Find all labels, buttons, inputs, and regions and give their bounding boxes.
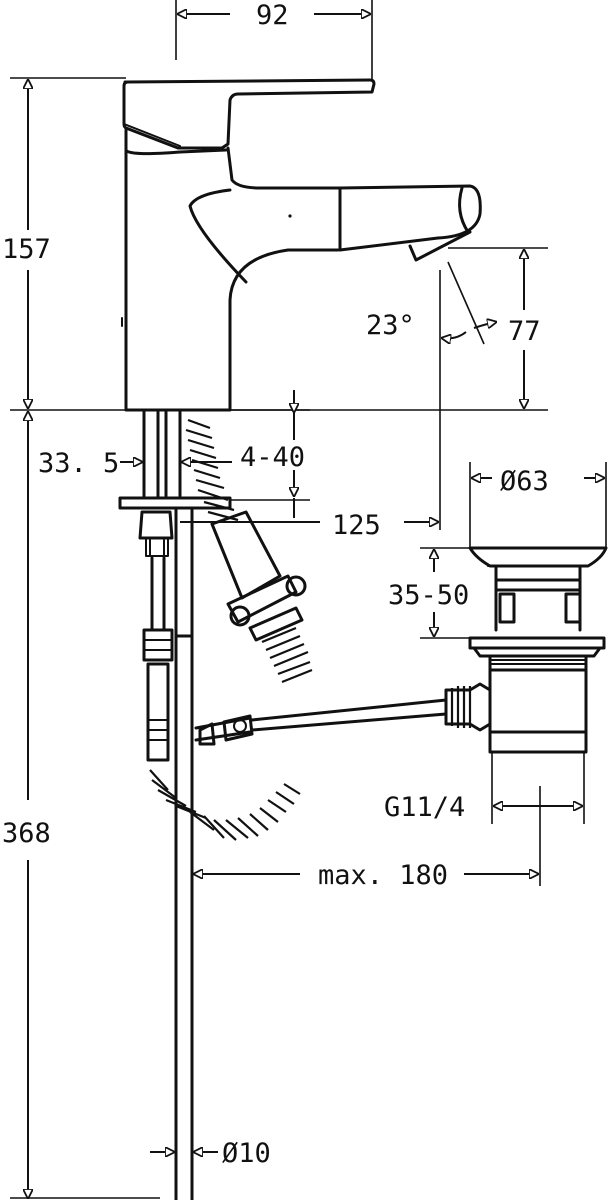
dim-label-drain-range: 35-50: [388, 580, 469, 611]
dim-label-rod-diameter: Ø10: [222, 1138, 271, 1169]
dim-label-max-reach: max. 180: [318, 860, 448, 891]
dim-label-deck-thickness: 4-40: [240, 442, 305, 473]
hose-spring: [185, 418, 313, 684]
dim-label-width-top: 92: [256, 0, 289, 31]
popup-linkage: [194, 698, 448, 746]
dim-label-height-spout: 157: [2, 234, 51, 265]
lower-hose-spring: [149, 769, 301, 841]
dim-label-spout-reach: 125: [332, 510, 381, 541]
faucet-body: [121, 78, 482, 412]
dim-label-spout-height: 77: [508, 316, 541, 347]
dim-label-total-height: 368: [2, 818, 51, 849]
dim-label-drain-diameter: Ø63: [500, 466, 549, 497]
drain-valve: [444, 546, 608, 754]
dim-label-deck-offset: 33. 5: [38, 448, 119, 479]
dimension-lines: [10, 0, 607, 1198]
dim-label-spout-angle: 23°: [366, 310, 415, 341]
dim-label-drain-thread: G11/4: [384, 792, 465, 823]
